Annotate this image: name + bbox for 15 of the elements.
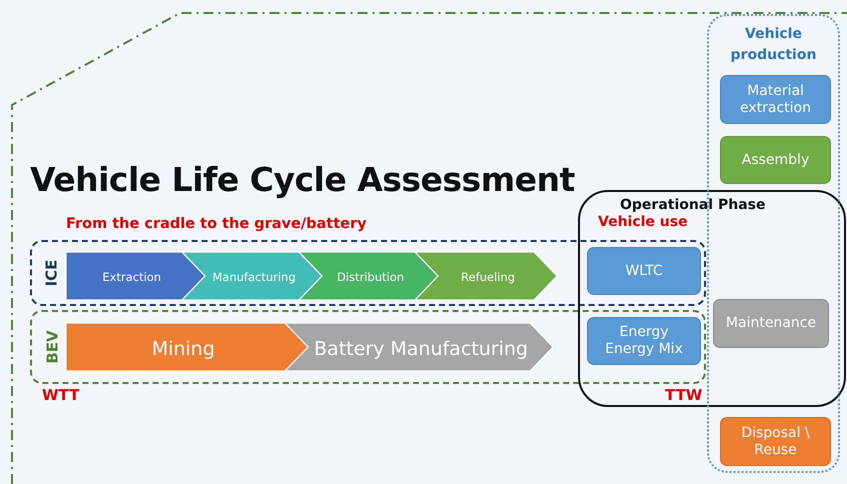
region-title: Operational Phase bbox=[620, 197, 766, 213]
group-label: BEV bbox=[44, 330, 62, 364]
note-text: Vehicle use bbox=[598, 214, 688, 230]
group-label: ICE bbox=[42, 260, 60, 286]
process-box: Maintenance bbox=[713, 299, 829, 348]
group-title: Vehicle production bbox=[730, 25, 818, 65]
process-box: Assembly bbox=[720, 136, 831, 184]
process-box: Material extraction bbox=[720, 75, 831, 124]
diagram-title: Vehicle Life Cycle Assessment bbox=[30, 160, 575, 199]
note-text: WTT bbox=[42, 386, 80, 404]
note-text: TTW bbox=[665, 386, 702, 404]
note-text: From the cradle to the grave/battery bbox=[66, 216, 367, 232]
process-box: Energy Energy Mix bbox=[587, 317, 701, 365]
process-box: Disposal \ Reuse bbox=[720, 417, 831, 466]
process-box: WLTC bbox=[587, 247, 701, 295]
